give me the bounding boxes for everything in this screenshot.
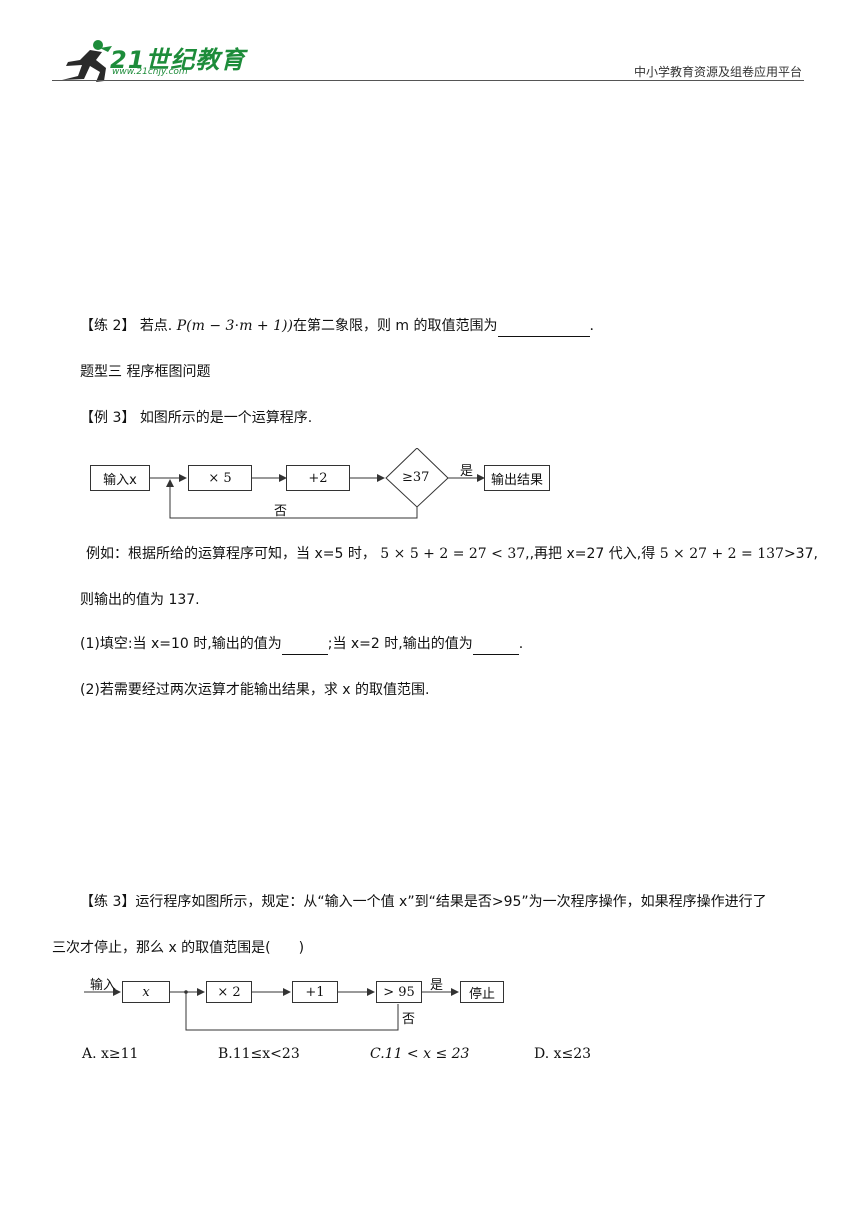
header-title: 中小学教育资源及组卷应用平台: [633, 65, 802, 79]
flow1-input-box: 输入x: [90, 465, 150, 491]
flow1-plus2-box: +2: [286, 465, 350, 491]
flow2-cond-box: > 95: [376, 981, 422, 1003]
example3-text: 如图所示的是一个运算程序.: [139, 410, 313, 426]
q1-part-a: (1)填空:当 x=10 时,输出的值为: [80, 636, 282, 652]
example3-label: 【例 3】: [80, 410, 136, 426]
flow2-yes: 是: [430, 978, 444, 993]
practice2-text-before: 若点.: [139, 318, 173, 334]
flow1-cond: ≥37: [402, 470, 430, 485]
explain-math-1: 5 × 5 + 2 = 27 < 37: [380, 546, 526, 562]
q1-end: .: [518, 636, 524, 652]
example3-line: 【例 3】 如图所示的是一个运算程序.: [80, 408, 312, 428]
option-c: C.11 < x ≤ 23: [370, 1046, 470, 1062]
question-2: (2)若需要经过两次运算才能输出结果，求 x 的取值范围.: [80, 682, 430, 698]
practice2-point: P(m − 3⋅m + 1)): [176, 318, 293, 334]
explain-line-2: 则输出的值为 137.: [80, 592, 200, 608]
question-1: (1)填空:当 x=10 时,输出的值为 ;当 x=2 时,输出的值为 .: [80, 634, 523, 655]
q1-part-b: ;当 x=2 时,输出的值为: [327, 636, 473, 652]
practice3-line2: 三次才停止，那么 x 的取值范围是( ): [52, 940, 305, 956]
option-d: D. x≤23: [534, 1046, 592, 1062]
flowchart-1-lines: [150, 448, 485, 519]
flow2-times2-box: × 2: [206, 981, 252, 1003]
answer-blank: [472, 634, 519, 655]
answer-blank: [497, 316, 590, 337]
practice2-end: .: [589, 318, 594, 334]
explain-text-3: >37,: [783, 546, 818, 562]
section-title: 题型三 程序框图问题: [80, 364, 211, 380]
flow2-x-box: x: [122, 981, 170, 1003]
explain-math-2: 5 × 27 + 2 = 137: [659, 546, 784, 562]
runner-logo-icon: [62, 40, 112, 82]
explain-text-1: 例如：根据所给的运算程序可知，当 x=5 时，: [86, 546, 376, 562]
option-a: A. x≥11: [82, 1046, 139, 1062]
flow1-times5-box: × 5: [188, 465, 252, 491]
practice2-text-after: 在第二象限，则 m 的取值范围为: [292, 318, 498, 334]
flowchart-2-lines: [84, 988, 459, 1031]
flow2-input-label: 输入: [90, 978, 117, 993]
logo: [60, 38, 240, 82]
flow2-plus1-box: +1: [292, 981, 338, 1003]
flow1-output-box: 输出结果: [484, 465, 550, 491]
explain-text-2: ,,再把 x=27 代入,得: [525, 546, 656, 562]
practice3-line1: 【练 3】运行程序如图所示，规定：从“输入一个值 x”到“结果是否>95”为一次…: [80, 894, 767, 910]
flow2-stop-box: 停止: [460, 981, 504, 1003]
logo-text: 21世纪教育: [110, 46, 246, 74]
option-b: B.11≤x<23: [218, 1046, 300, 1062]
header-divider: [52, 80, 804, 81]
flow2-no: 否: [402, 1012, 416, 1027]
answer-blank: [281, 634, 328, 655]
flow1-no: 否: [274, 504, 288, 519]
practice2-label: 【练 2】: [80, 318, 136, 334]
flow1-yes: 是: [460, 464, 474, 479]
practice2-line: 【练 2】 若点. P(m − 3⋅m + 1))在第二象限，则 m 的取值范围…: [80, 316, 594, 337]
logo-url: www.21cnjy.com: [112, 67, 188, 77]
example3-explain: 例如：根据所给的运算程序可知，当 x=5 时， 5 × 5 + 2 = 27 <…: [86, 544, 818, 564]
